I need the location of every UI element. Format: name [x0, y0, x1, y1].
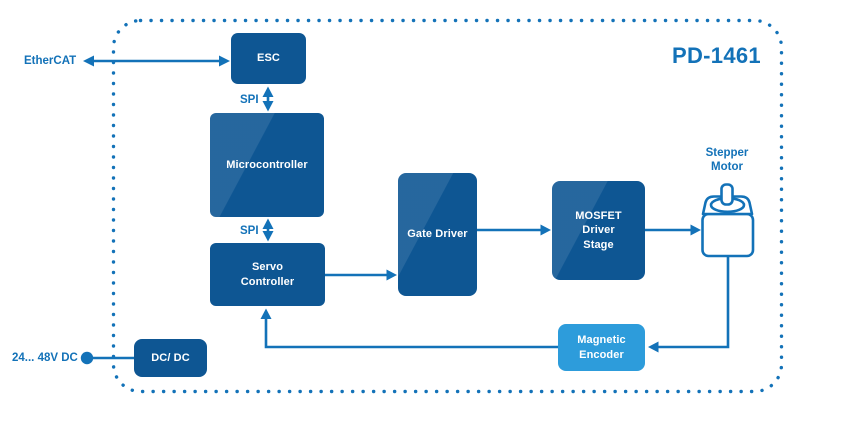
- block-mosfet-driver-stage: MOSFET Driver Stage: [552, 181, 645, 280]
- spi-connection-mcu-servo: [262, 218, 274, 242]
- spi-connection-esc-mcu: [262, 86, 274, 112]
- module-title: PD-1461: [672, 43, 761, 68]
- encoder-to-servo-arrow: [260, 308, 558, 349]
- module-dotted-border: [111, 18, 784, 394]
- block-magnetic-encoder-label: Magnetic Encoder: [577, 334, 626, 361]
- gatedriver-to-mosfet-arrow: [477, 224, 551, 236]
- ethercat-esc-connection: [83, 55, 230, 67]
- mosfet-to-motor-arrow: [645, 224, 701, 236]
- block-dc-dc: DC/ DC: [134, 339, 207, 377]
- block-servo-controller-label: Servo Controller: [240, 261, 295, 288]
- dc-input-label: 24... 48V DC: [12, 352, 78, 364]
- spi-label-esc-mcu: SPI: [240, 94, 259, 106]
- spi-label-mcu-servo: SPI: [240, 225, 259, 237]
- stepper-motor-icon: [701, 183, 755, 258]
- block-gate-driver: Gate Driver: [398, 173, 477, 296]
- servo-to-gatedriver-arrow: [325, 269, 397, 281]
- dc-input-connection: [80, 351, 134, 365]
- block-gate-driver-label: Gate Driver: [407, 228, 468, 241]
- block-esc: ESC: [231, 33, 306, 84]
- stepper-motor-label: Stepper Motor: [705, 147, 749, 174]
- motor-to-encoder-arrow: [648, 256, 730, 353]
- block-mosfet-driver-stage-label: MOSFET Driver Stage: [575, 210, 622, 251]
- ethercat-label: EtherCAT: [24, 55, 77, 67]
- block-magnetic-encoder: Magnetic Encoder: [558, 324, 645, 371]
- block-esc-label: ESC: [257, 52, 280, 65]
- block-microcontroller: Microcontroller: [210, 113, 324, 217]
- block-microcontroller-label: Microcontroller: [226, 158, 308, 171]
- block-servo-controller: Servo Controller: [210, 243, 325, 306]
- block-dc-dc-label: DC/ DC: [151, 351, 190, 364]
